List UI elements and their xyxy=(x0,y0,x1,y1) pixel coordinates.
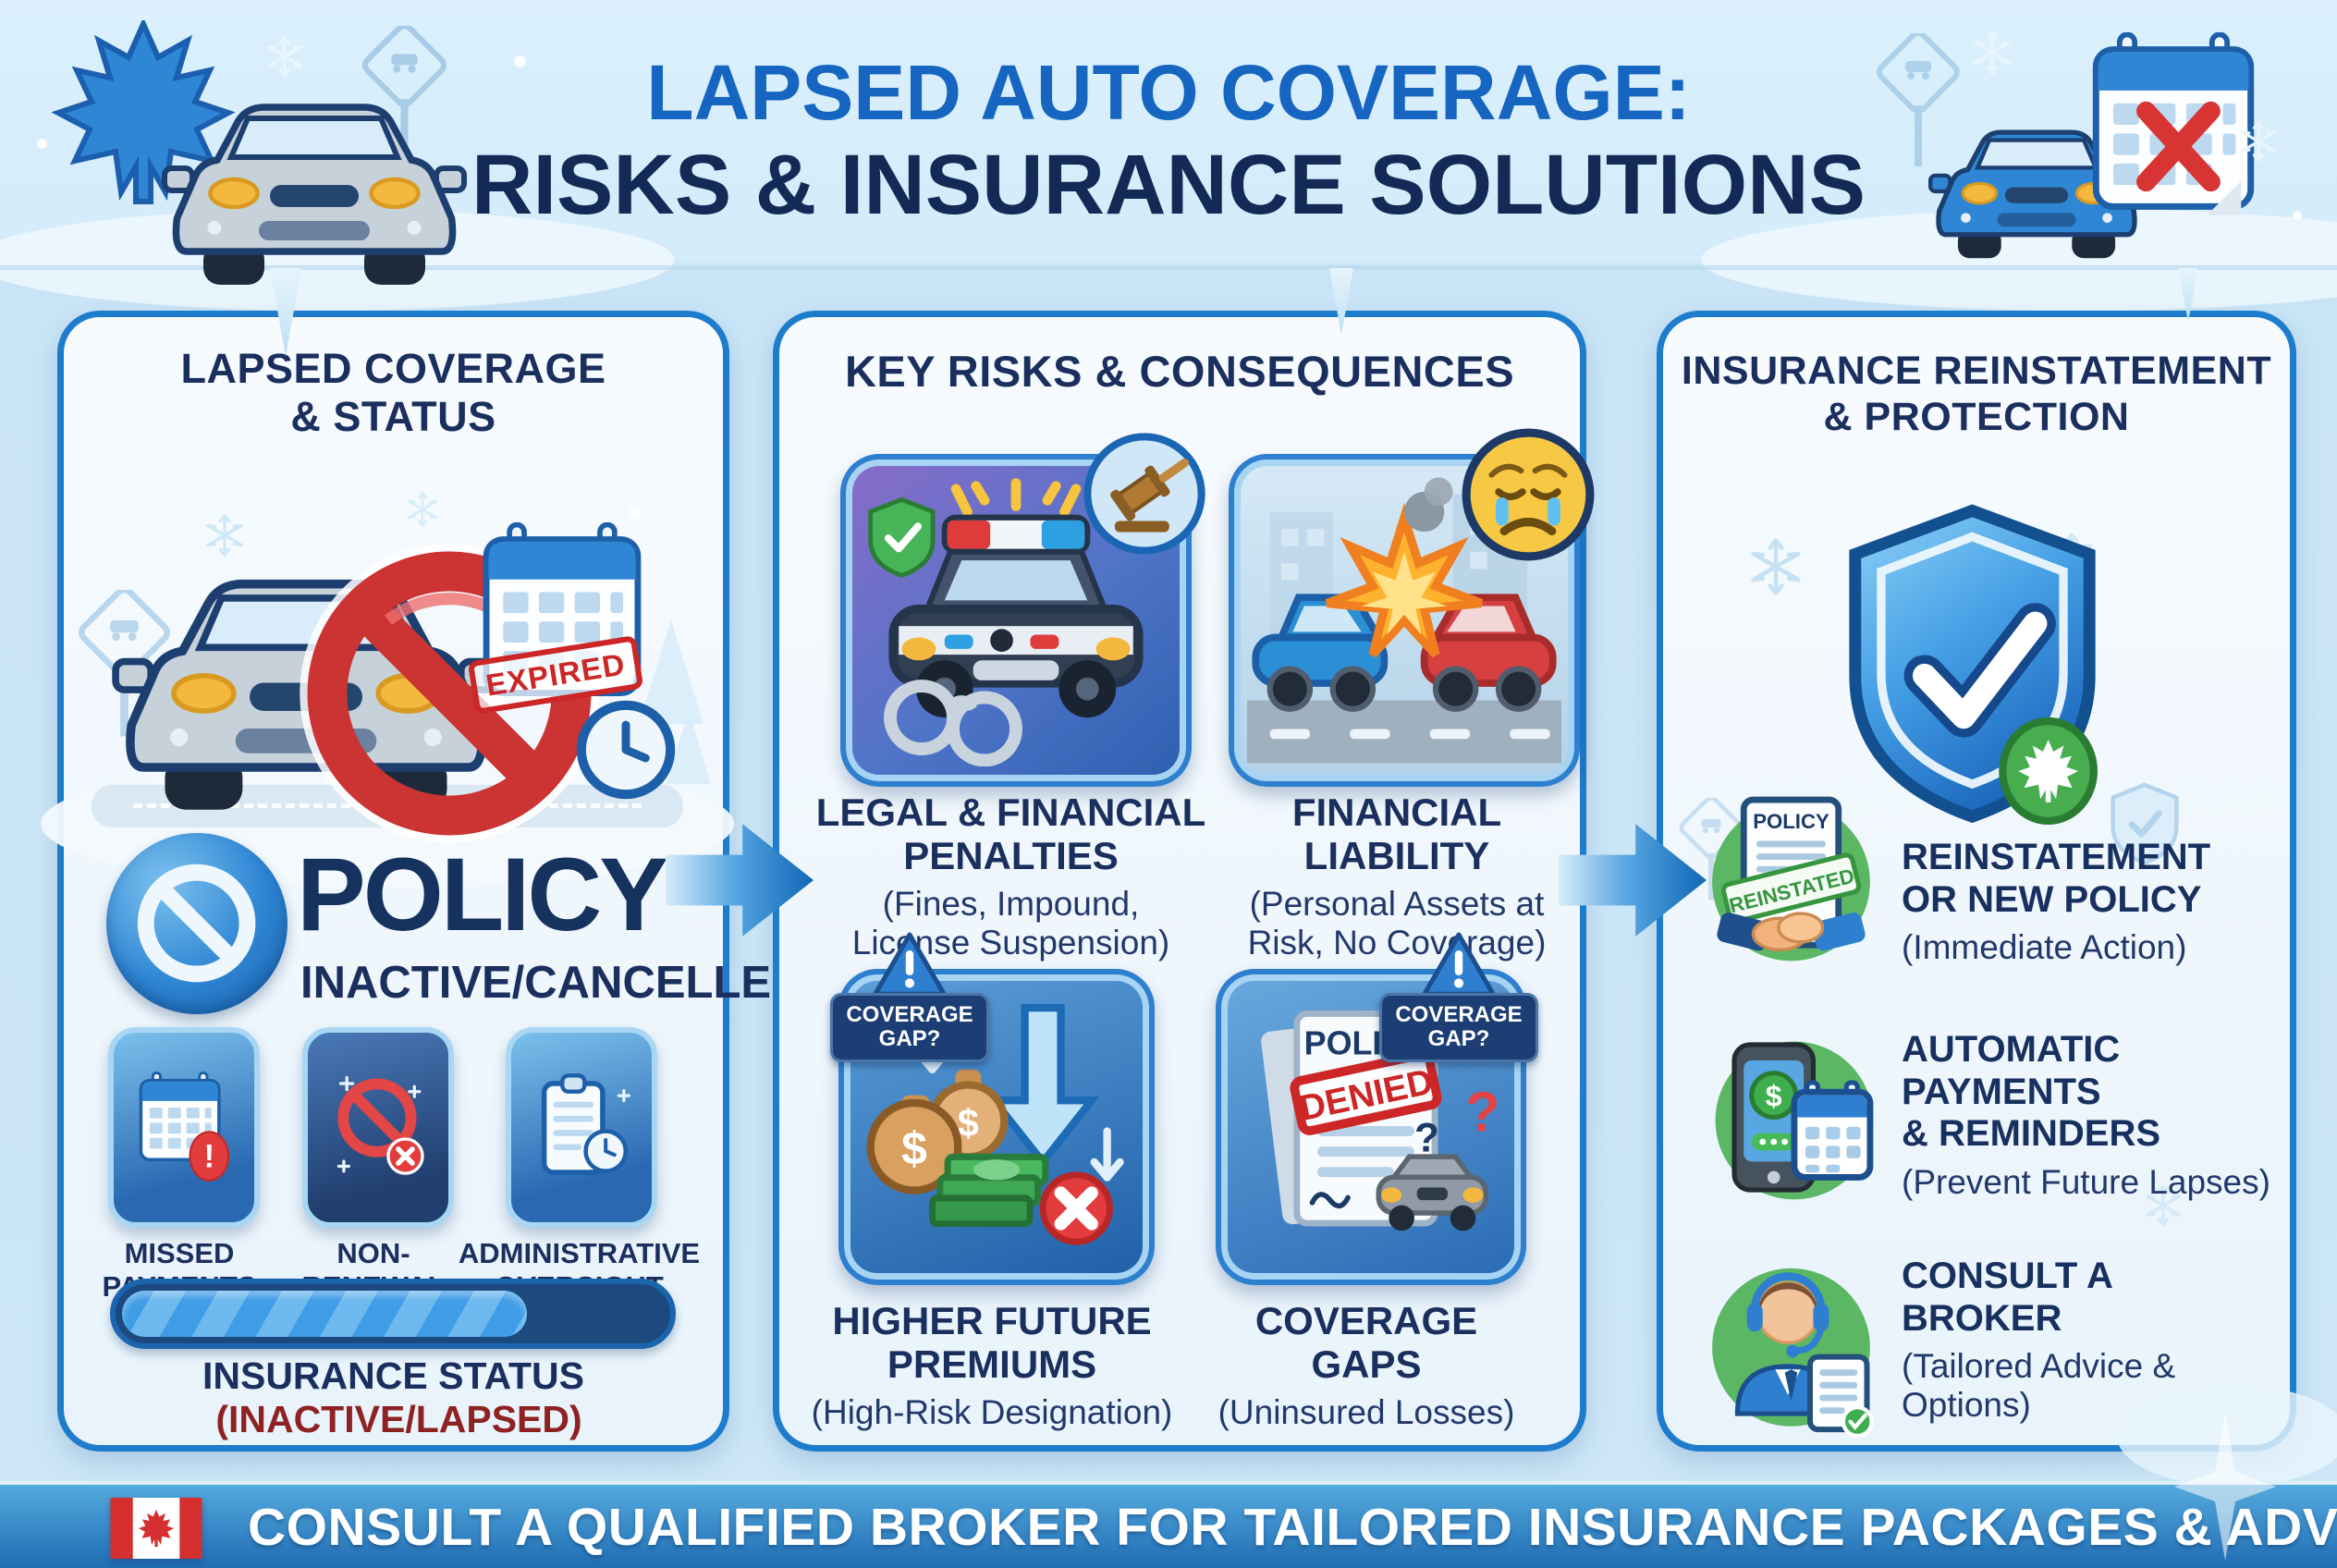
gavel-icon xyxy=(1083,433,1205,555)
exclamation-glyph: ! xyxy=(203,1138,214,1174)
insurance-status-line: INSURANCE STATUS (INACTIVE/LAPSED) xyxy=(64,1354,723,1441)
policy-doc-title: POLICY xyxy=(1753,810,1829,833)
footer-text: CONSULT A QUALIFIED BROKER FOR TAILORED … xyxy=(248,1498,2337,1557)
status-label: INSURANCE STATUS xyxy=(202,1354,585,1397)
coverage-gap-label: COVERAGE GAP? xyxy=(1379,993,1538,1062)
policy-denied-icon: POLICY DENIED ? ? xyxy=(1261,1010,1499,1231)
police-car-icon xyxy=(859,478,1144,766)
snowflake-icon xyxy=(404,491,441,528)
higher-premiums-tile: $ $ COVERAGE GAP? xyxy=(830,932,1155,1285)
no-renewal-icon xyxy=(336,1075,424,1175)
left-panel-title: LAPSED COVERAGE & STATUS xyxy=(180,345,606,441)
risk-subtitle: (Fines, Impound, License Suspension) xyxy=(852,885,1170,962)
solution-title: AUTOMATIC PAYMENTS & REMINDERS xyxy=(1902,1029,2161,1155)
policy-reinstated-icon: POLICY REINSTATED xyxy=(1712,796,1870,962)
risk-title: FINANCIAL LIABILITY xyxy=(1291,790,1502,878)
legal-penalties-tile xyxy=(840,433,1205,787)
middle-panel-title: KEY RISKS & CONSEQUENCES xyxy=(844,347,1515,396)
question-glyph: ? xyxy=(1465,1081,1499,1144)
policy-word: POLICY xyxy=(297,837,668,952)
coverage-gap-label: COVERAGE GAP? xyxy=(830,993,989,1062)
solution-text: AUTOMATIC PAYMENTS & REMINDERS (Prevent … xyxy=(1902,1029,2276,1201)
dollar-glyph: $ xyxy=(1766,1080,1782,1113)
snowflake-icon xyxy=(1746,537,1805,596)
solution-subtitle: (Tailored Advice & Options) xyxy=(1902,1347,2176,1424)
risk-caption: LEGAL & FINANCIAL PENALTIES (Fines, Impo… xyxy=(814,790,1207,962)
protection-shield-icon xyxy=(1849,504,2098,826)
administrative-oversight-tile xyxy=(506,1027,657,1228)
page-title-line2: RISKS & INSURANCE SOLUTIONS xyxy=(471,138,1866,232)
snow-dot xyxy=(630,507,641,518)
snow-dot xyxy=(37,139,47,149)
left-panel-lapsed-coverage: LAPSED COVERAGE & STATUS EXPIRED POLICY … xyxy=(41,311,803,1452)
risk-caption: HIGHER FUTURE PREMIUMS (High-Risk Design… xyxy=(798,1299,1186,1432)
risk-subtitle: (Uninsured Losses) xyxy=(1217,1393,1515,1432)
solution-title: REINSTATEMENT OR NEW POLICY xyxy=(1902,837,2211,920)
broker-icon xyxy=(1712,1268,1874,1439)
status-value: (INACTIVE/LAPSED) xyxy=(215,1398,582,1440)
middle-panel-key-risks: KEY RISKS & CONSEQUENCES xyxy=(773,311,1595,1452)
status-bar-fill xyxy=(122,1291,527,1337)
warning-triangle-icon xyxy=(873,932,947,997)
ground-line xyxy=(0,265,2337,270)
snow-dot xyxy=(2293,211,2302,220)
snow-dot xyxy=(514,55,526,67)
right-panel-title: INSURANCE REINSTATEMENT & PROTECTION xyxy=(1681,349,2272,439)
reminder-calendar-icon xyxy=(1791,1080,1874,1181)
dollar-glyph: $ xyxy=(901,1123,927,1175)
policy-state: INACTIVE/CANCELLED xyxy=(300,958,804,1008)
solution-subtitle: (Prevent Future Lapses) xyxy=(1902,1162,2270,1201)
rising-costs-icon: $ $ xyxy=(866,1003,1124,1245)
question-glyph: ? xyxy=(1414,1116,1439,1161)
crying-face-icon xyxy=(1462,428,1595,561)
handshake-icon xyxy=(1717,912,1866,952)
risk-subtitle: (High-Risk Designation) xyxy=(811,1393,1173,1432)
snowflake-icon xyxy=(202,513,247,557)
clipboard-clock-icon xyxy=(541,1072,630,1175)
risk-title: LEGAL & FINANCIAL PENALTIES xyxy=(815,790,1206,878)
canada-flag-icon xyxy=(110,1498,202,1559)
risk-title: HIGHER FUTURE PREMIUMS xyxy=(832,1299,1152,1387)
page-title-line1: LAPSED AUTO COVERAGE: xyxy=(646,49,1691,136)
dollar-glyph: $ xyxy=(958,1101,979,1145)
document-check-icon xyxy=(1807,1354,1874,1439)
coverage-gap-badge: COVERAGE GAP? xyxy=(830,930,989,1062)
right-panel-reinstatement: INSURANCE REINSTATEMENT & PROTECTION xyxy=(1657,311,2296,1452)
coverage-gap-badge: COVERAGE GAP? xyxy=(1379,930,1538,1062)
non-renewal-tile xyxy=(302,1027,454,1228)
risk-title: COVERAGE GAPS xyxy=(1254,1299,1478,1387)
missed-payments-tile: ! xyxy=(108,1027,260,1228)
policy-inactive-icon xyxy=(106,833,288,1014)
clock-icon xyxy=(574,698,678,802)
autopay-phone-icon: $ xyxy=(1715,1041,1874,1200)
footer-banner: CONSULT A QUALIFIED BROKER FOR TAILORED … xyxy=(0,1481,2337,1568)
warning-triangle-icon xyxy=(1422,932,1496,997)
insurance-status-bar xyxy=(110,1279,676,1349)
calendar-x-icon xyxy=(2087,31,2259,215)
financial-liability-tile xyxy=(1229,428,1595,787)
small-shield-icon xyxy=(2111,782,2179,865)
solution-text: REINSTATEMENT OR NEW POLICY (Immediate A… xyxy=(1902,837,2276,967)
calendar-alert-icon: ! xyxy=(139,1071,230,1182)
solution-title: CONSULT A BROKER xyxy=(1902,1256,2112,1339)
solution-subtitle: (Immediate Action) xyxy=(1902,928,2187,967)
solution-text: CONSULT A BROKER (Tailored Advice & Opti… xyxy=(1902,1256,2276,1424)
risk-caption: COVERAGE GAPS (Uninsured Losses) xyxy=(1195,1299,1537,1432)
coverage-gaps-tile: POLICY DENIED ? ? xyxy=(1216,932,1538,1285)
